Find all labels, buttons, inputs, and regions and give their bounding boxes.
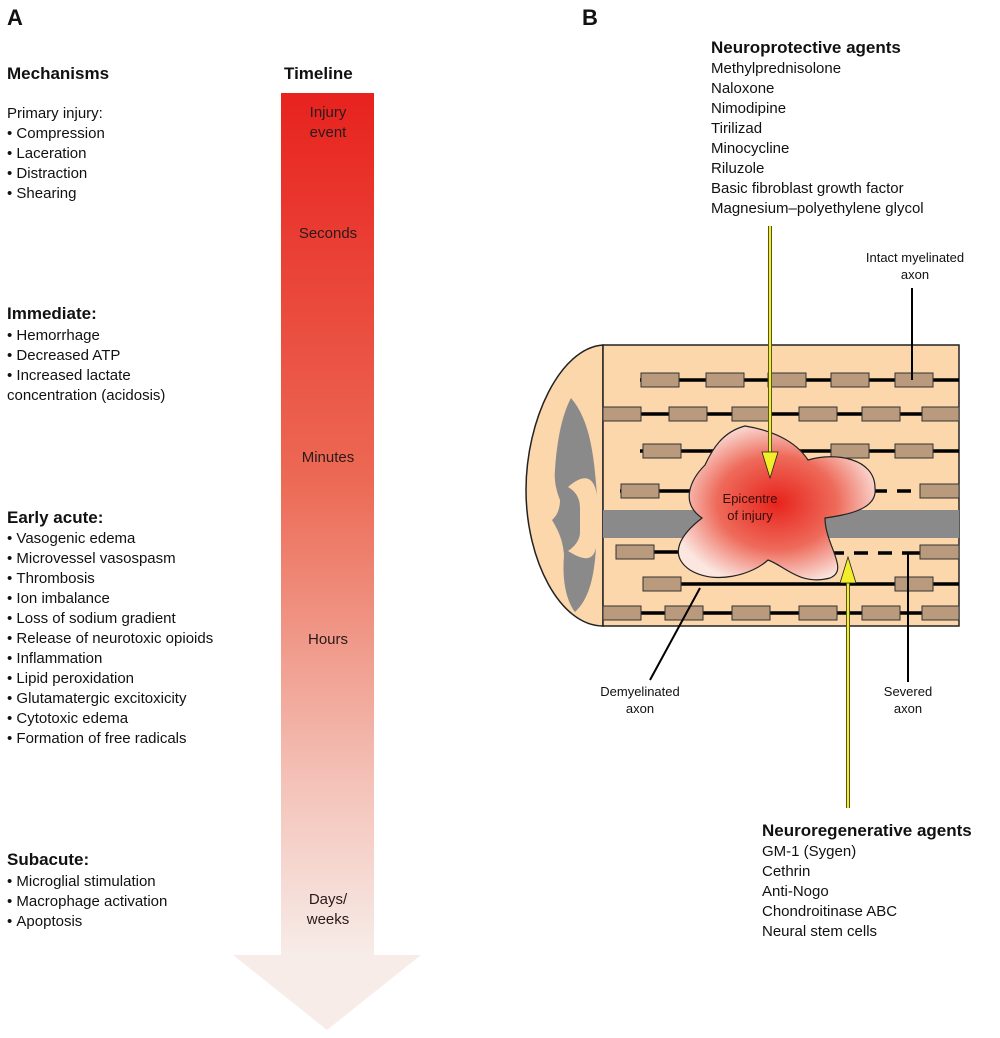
- myelin-segments: [602, 372, 960, 621]
- list-item: Nimodipine: [711, 100, 787, 117]
- neuroprotective-title: Neuroprotective agents: [711, 38, 901, 57]
- list-item: Minocycline: [711, 140, 790, 157]
- list-item: GM-1 (Sygen): [762, 843, 857, 860]
- list-item-continuation: concentration (acidosis): [7, 387, 166, 404]
- panel-b-letter: B: [582, 5, 598, 30]
- epicentre-of-injury: [677, 425, 876, 581]
- list-item: Shearing: [7, 184, 105, 204]
- neuroregenerative-list: GM-1 (Sygen) Cethrin Anti-Nogo Chondroit…: [762, 842, 897, 942]
- list-item: Loss of sodium gradient: [7, 609, 213, 629]
- list-item: Compression: [7, 124, 104, 144]
- subacute-title: Subacute:: [7, 850, 90, 869]
- list-item: Increased lactate: [7, 366, 165, 386]
- list-item: Anti-Nogo: [762, 883, 829, 900]
- timeline-injury-event: Injury event: [309, 104, 347, 141]
- timeline-seconds: Seconds: [298, 225, 358, 242]
- timeline-minutes: Minutes: [301, 449, 355, 466]
- intact-axon-label: Intact myelinated axon: [865, 250, 965, 282]
- early-acute-list: Vasogenic edema Microvessel vasospasm Th…: [7, 529, 213, 749]
- list-item: Macrophage activation: [7, 892, 167, 912]
- timeline-days-weeks: Days/ weeks: [306, 891, 350, 928]
- subacute-list: Microglial stimulation Macrophage activa…: [7, 872, 167, 932]
- list-item: Lipid peroxidation: [7, 669, 213, 689]
- list-item: Methylprednisolone: [711, 60, 842, 77]
- neuroregenerative-arrow: [839, 555, 857, 808]
- list-item: Microglial stimulation: [7, 872, 167, 892]
- primary-injury-title: Primary injury:: [7, 105, 103, 122]
- immediate-list: Hemorrhage Decreased ATP Increased lacta…: [7, 326, 165, 406]
- demyelinated-axon-label: Demyelinated axon: [600, 684, 680, 716]
- severed-axon-label: Severed axon: [883, 684, 933, 716]
- list-item: Apoptosis: [7, 912, 167, 932]
- list-item: Neural stem cells: [762, 923, 878, 940]
- list-item: Chondroitinase ABC: [762, 903, 898, 920]
- list-item: Distraction: [7, 164, 105, 184]
- epicentre-label: Epicentre of injury: [722, 491, 778, 523]
- list-item: Microvessel vasospasm: [7, 549, 213, 569]
- list-item: Cytotoxic edema: [7, 709, 213, 729]
- list-item: Inflammation: [7, 649, 213, 669]
- list-item: Riluzole: [711, 160, 765, 177]
- list-item: Formation of free radicals: [7, 729, 213, 749]
- panel-a-letter: A: [7, 5, 23, 30]
- demyelinated-axon-leader: [649, 587, 701, 681]
- mechanisms-title: Mechanisms: [7, 64, 110, 83]
- list-item: Laceration: [7, 144, 105, 164]
- immediate-title: Immediate:: [7, 304, 97, 323]
- list-item: Release of neurotoxic opioids: [7, 629, 213, 649]
- neuroprotective-list: Methylprednisolone Naloxone Nimodipine T…: [711, 59, 924, 219]
- list-item: Glutamatergic excitoxicity: [7, 689, 213, 709]
- list-item: Magnesium–polyethylene glycol: [711, 200, 924, 217]
- list-item: Basic fibroblast growth factor: [711, 180, 904, 197]
- timeline-title: Timeline: [284, 64, 353, 83]
- neuroprotective-arrow: [761, 226, 779, 480]
- list-item: Ion imbalance: [7, 589, 213, 609]
- list-item: Naloxone: [711, 80, 775, 97]
- timeline-hours: Hours: [307, 631, 348, 648]
- list-item: Tirilizad: [711, 120, 763, 137]
- list-item: Thrombosis: [7, 569, 213, 589]
- list-item: Vasogenic edema: [7, 529, 213, 549]
- list-item: Hemorrhage: [7, 326, 165, 346]
- list-item: Decreased ATP: [7, 346, 165, 366]
- timeline-arrow: [233, 93, 421, 1030]
- early-acute-title: Early acute:: [7, 508, 104, 527]
- list-item: Cethrin: [762, 863, 811, 880]
- primary-injury-block: Primary injury: Compression Laceration D…: [7, 104, 105, 204]
- neuroregenerative-title: Neuroregenerative agents: [762, 821, 972, 840]
